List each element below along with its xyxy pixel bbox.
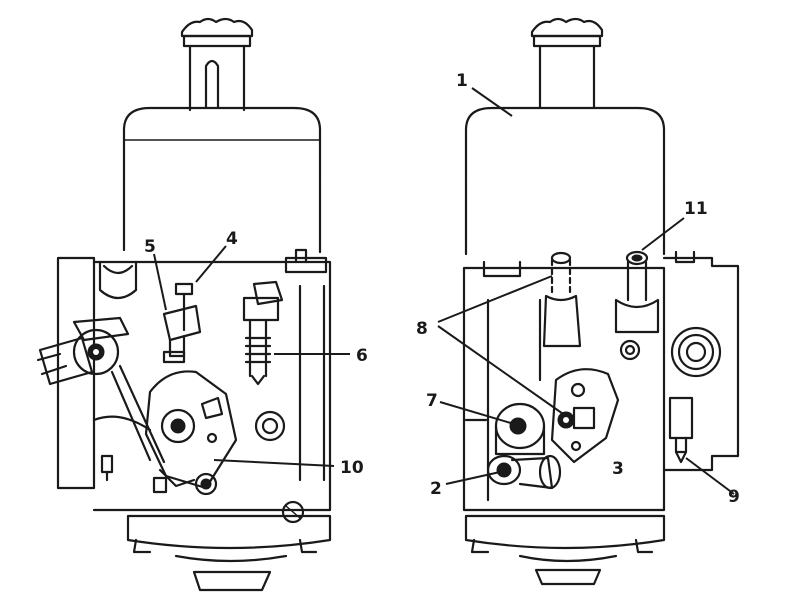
leader-8a bbox=[437, 275, 553, 323]
callout-2: 2 bbox=[430, 479, 442, 499]
leader-9 bbox=[685, 457, 735, 495]
right-jet bbox=[494, 402, 546, 456]
leader-10 bbox=[213, 459, 335, 467]
right-float-base bbox=[464, 514, 666, 586]
leader-7 bbox=[439, 401, 515, 425]
leader-5 bbox=[153, 253, 167, 311]
right-top-cap bbox=[530, 17, 604, 110]
left-throttle-cam bbox=[144, 370, 238, 496]
leader-8b bbox=[437, 325, 567, 417]
leader-4 bbox=[195, 245, 227, 283]
leader-11 bbox=[641, 217, 685, 251]
right-carburettor bbox=[437, 17, 740, 586]
callout-1: 1 bbox=[456, 71, 468, 91]
right-suction-chamber bbox=[464, 106, 666, 256]
left-choke-linkage bbox=[36, 316, 166, 464]
left-float-base bbox=[126, 514, 332, 592]
callout-3: 3 bbox=[612, 459, 624, 479]
callout-9: 9 bbox=[728, 487, 740, 507]
leader-1 bbox=[471, 87, 513, 117]
left-body bbox=[56, 248, 332, 524]
right-overflow-tube bbox=[614, 250, 660, 334]
left-fast-idle-screw bbox=[162, 282, 202, 364]
callout-8: 8 bbox=[416, 319, 428, 339]
callout-5: 5 bbox=[144, 237, 156, 257]
right-body bbox=[462, 250, 740, 512]
callout-6: 6 bbox=[356, 346, 368, 366]
right-jet-nut bbox=[486, 454, 562, 490]
leader-2 bbox=[445, 471, 501, 485]
right-vent-tube bbox=[542, 251, 582, 348]
callout-4: 4 bbox=[226, 229, 238, 249]
left-carburettor bbox=[36, 17, 350, 592]
left-top-cap bbox=[180, 17, 254, 112]
callout-7: 7 bbox=[426, 391, 438, 411]
right-lever-plate bbox=[550, 368, 620, 464]
left-suction-chamber bbox=[122, 106, 322, 254]
callout-10: 10 bbox=[340, 458, 364, 478]
callout-11: 11 bbox=[684, 199, 708, 219]
left-jet-adjust bbox=[242, 280, 284, 386]
